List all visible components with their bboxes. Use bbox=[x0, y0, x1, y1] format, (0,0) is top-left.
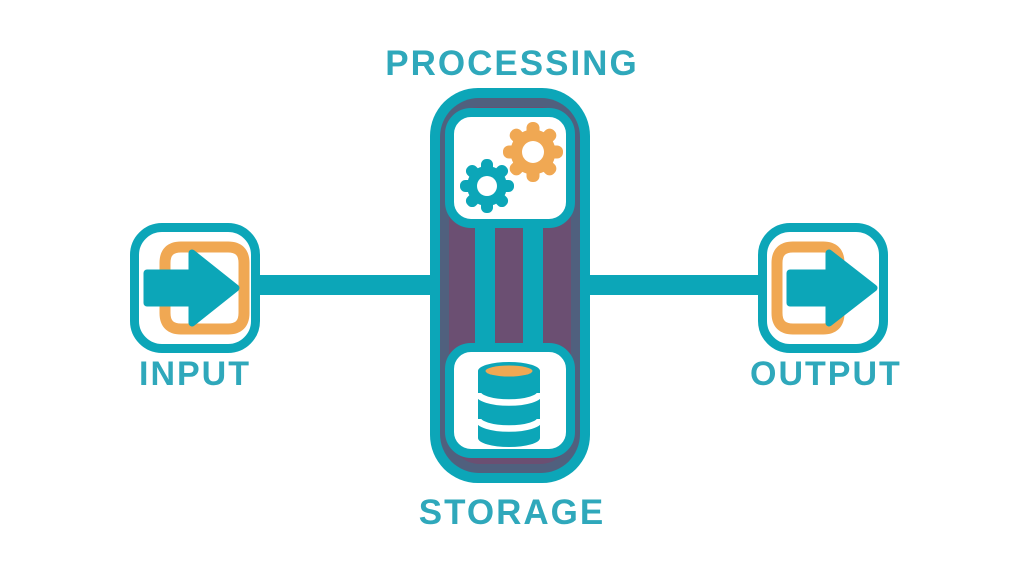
database-top-shape bbox=[485, 365, 533, 377]
input-to-processing-connector bbox=[252, 275, 436, 295]
database-icon bbox=[474, 362, 544, 447]
input-label: INPUT bbox=[139, 355, 251, 393]
processing-unit bbox=[430, 88, 590, 483]
gear-teal bbox=[460, 159, 514, 213]
input-node bbox=[130, 223, 260, 353]
input-arrow-shape bbox=[143, 249, 240, 327]
database-divider-1 bbox=[474, 392, 544, 406]
internal-bus-right bbox=[523, 218, 543, 353]
output-arrow-shape bbox=[786, 249, 878, 327]
gears-icon bbox=[460, 122, 563, 213]
output-bracket-shape bbox=[771, 241, 845, 335]
storage-node bbox=[445, 343, 575, 458]
input-bracket-shape bbox=[159, 241, 250, 335]
gear-orange bbox=[503, 122, 563, 182]
processing-to-output-connector bbox=[584, 275, 764, 295]
database-divider-2 bbox=[474, 418, 544, 432]
output-label: OUTPUT bbox=[750, 355, 902, 393]
output-node bbox=[758, 223, 888, 353]
output-arrow-icon bbox=[771, 241, 878, 335]
input-arrow-icon bbox=[143, 241, 250, 335]
storage-label: STORAGE bbox=[418, 493, 606, 532]
internal-bus-left bbox=[475, 218, 495, 353]
processing-label: PROCESSING bbox=[385, 44, 639, 83]
processing-node bbox=[445, 108, 575, 228]
